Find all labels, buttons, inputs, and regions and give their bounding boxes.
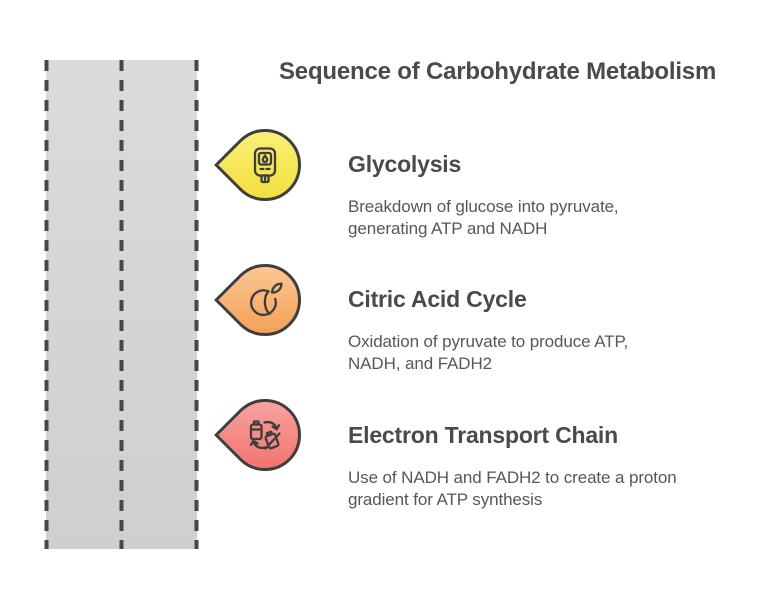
peach-fruit-icon: [250, 282, 283, 317]
step-description: Oxidation of pyruvate to produce ATP, NA…: [348, 332, 629, 373]
page-title: Sequence of Carbohydrate Metabolism: [279, 58, 717, 85]
glucose-meter-icon: [253, 147, 277, 184]
road-graphic: [44, 60, 199, 549]
battery-recycle-icon: [249, 420, 281, 450]
step-description: Breakdown of glucose into pyruvate, gene…: [348, 197, 619, 238]
step-heading: Citric Acid Cycle: [348, 286, 527, 312]
pin-inner: [244, 279, 286, 321]
step-citric-acid-cycle: Citric Acid Cycle Oxidation of pyruvate …: [348, 284, 768, 375]
step-pin-electron-transport-chain: [214, 384, 316, 486]
step-electron-transport-chain: Electron Transport Chain Use of NADH and…: [348, 420, 768, 511]
step-heading: Electron Transport Chain: [348, 422, 618, 448]
step-description: Use of NADH and FADH2 to create a proton…: [348, 468, 677, 509]
step-pin-citric-acid-cycle: [214, 249, 316, 351]
pin-inner: [244, 414, 286, 456]
step-heading: Glycolysis: [348, 151, 462, 177]
pin-inner: [244, 144, 286, 186]
step-glycolysis: Glycolysis Breakdown of glucose into pyr…: [348, 149, 768, 240]
step-pin-glycolysis: [214, 114, 316, 216]
